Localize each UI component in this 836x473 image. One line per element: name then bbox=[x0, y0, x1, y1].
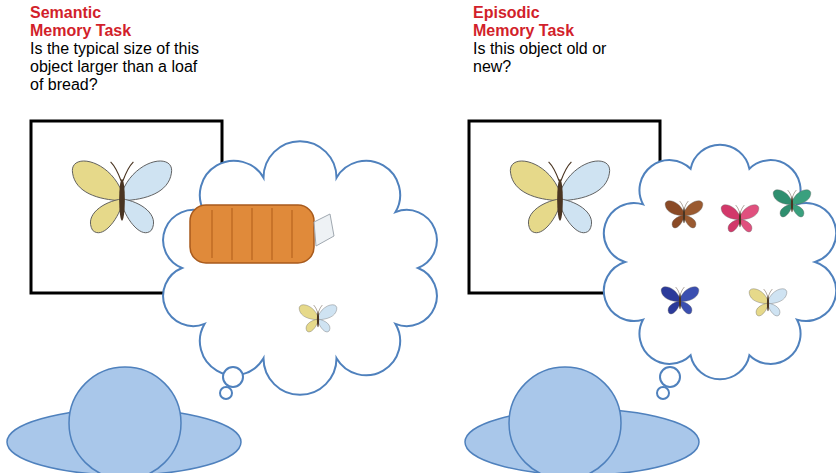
task-question: Is the typical size of this object large… bbox=[30, 40, 210, 94]
task-question: Is this object old or new? bbox=[473, 40, 623, 76]
person-figure bbox=[7, 367, 241, 473]
thought-cloud bbox=[163, 141, 437, 399]
task-heading: Semantic Memory Task bbox=[30, 4, 148, 40]
bread-loaf bbox=[190, 205, 334, 263]
task-heading: Episodic Memory Task bbox=[473, 4, 591, 40]
thought-cloud bbox=[604, 145, 836, 399]
person-figure bbox=[465, 367, 699, 473]
